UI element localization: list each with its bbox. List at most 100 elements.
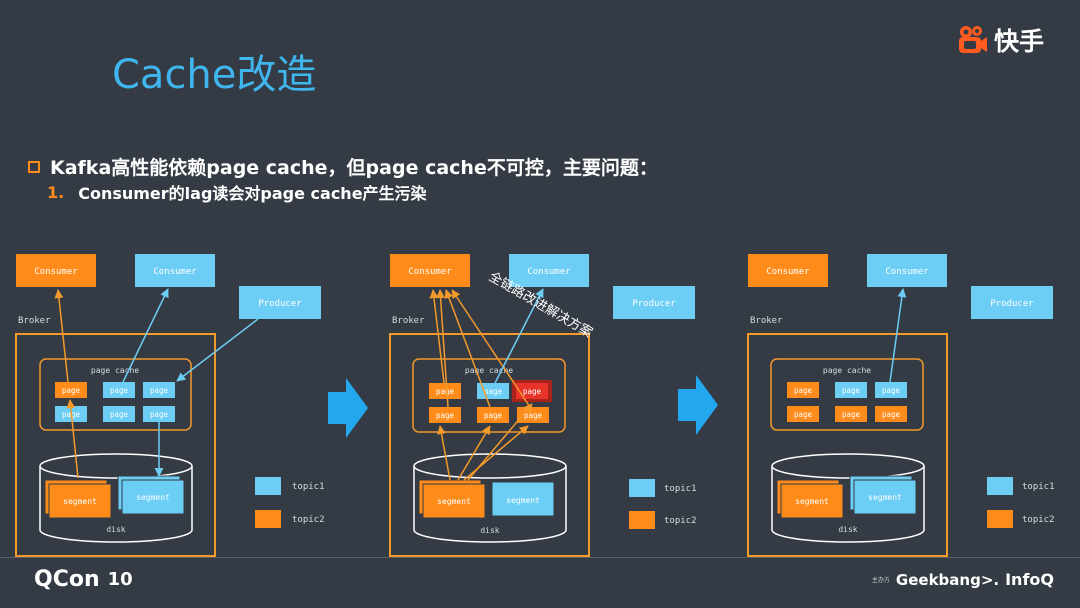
legend-topic2-swatch [987,510,1013,528]
page-label: page [842,410,861,419]
brand-logo: 快手 [958,22,1044,58]
segment-block [780,483,844,519]
legend-topic1-swatch [629,479,655,497]
producer-box [239,286,321,319]
footer-divider [0,557,1080,558]
page-block [787,406,819,422]
read-arrow [66,399,79,479]
page-label: page [110,410,129,419]
segment-block [491,481,555,517]
bullet-sub-number: 1. [47,182,65,202]
legend-topic1-swatch [987,477,1013,495]
qcon-text: QCon [34,567,100,592]
broker-label: Broker [18,316,51,326]
square-bullet-icon [28,160,40,173]
segment-label: segment [136,493,170,502]
read-arrow [436,289,449,408]
page-block [55,382,87,398]
consumer-box [867,254,947,287]
legend-topic2-swatch [255,510,281,528]
legend-topic2-label: topic2 [292,515,325,525]
write-arrow [176,318,259,382]
page-label: page [524,411,543,420]
broker-box [15,333,216,557]
read-arrow [889,288,907,383]
transition-arrow-icon [328,378,368,438]
read-arrow [444,289,491,408]
producer-box [613,286,695,319]
panel-3: Consumer Consumer Producer Broker page c… [747,254,1055,557]
consumer-label: Consumer [34,267,78,277]
broker-box [747,333,948,557]
panel-2: Consumer Consumer Producer Broker page c… [389,254,697,557]
page-block [477,407,509,423]
consumer-box [135,254,215,287]
consumer-box [16,254,96,287]
consumer-label: Consumer [885,267,929,277]
qcon-logo: QCon 10 [34,567,133,592]
segment-block [422,483,486,519]
legend-topic2-label: topic2 [1022,515,1055,525]
segment-label: segment [437,497,471,506]
legend-topic1-label: topic1 [664,484,697,494]
legend-topic2-swatch [629,511,655,529]
read-arrow [429,289,445,384]
load-arrow [467,403,533,481]
disk-top [39,453,193,479]
kuaishou-icon [959,26,987,53]
page-label: page [436,387,455,396]
consumer-box [748,254,828,287]
producer-label: Producer [632,299,676,309]
page-label: page [794,386,813,395]
page-cache-label: page cache [823,366,871,375]
brand-name: 快手 [994,27,1045,56]
page-label: page [484,387,503,396]
bullet-sub-text: Consumer的lag读会对page cache产生污染 [78,184,427,203]
panel-1: Consumer Consumer Producer Broker page c… [15,254,325,557]
disk-label: disk [106,525,125,534]
page-label: page [62,386,81,395]
consumer-label: Consumer [766,267,810,277]
segment-block [48,483,112,519]
page-block [835,406,867,422]
page-cache-label: page cache [465,366,513,375]
page-block [103,382,135,398]
disk-cylinder [771,466,925,543]
legend-topic2-label: topic2 [664,516,697,526]
geekbang-logo: Geekbang>. [895,570,1000,589]
page-label: page [484,411,503,420]
disk-cylinder [39,466,193,543]
read-arrow [54,289,69,383]
page-label: page [150,386,169,395]
page-label: page [794,410,813,419]
read-arrow [451,289,531,408]
slide-title: Cache改造 [112,52,317,98]
disk-cylinder [413,466,567,543]
consumer-label: Consumer [408,267,452,277]
disk-label: disk [838,525,857,534]
producer-label: Producer [258,299,302,309]
page-label: page [523,387,542,396]
consumer-box [390,254,470,287]
broker-label: Broker [392,316,425,326]
page-block [143,382,175,398]
page-block [787,382,819,398]
page-block [429,407,461,423]
bullet-main-text: Kafka高性能依赖page cache，但page cache不可控，主要问题… [50,157,658,179]
bullet-sub: 1. Consumer的lag读会对page cache产生污染 [47,180,427,204]
transition-arrow-icon [678,375,718,435]
page-label: page [842,386,861,395]
consumer-box [509,254,589,287]
legend-topic1-label: topic1 [1022,482,1055,492]
page-block-polluted [516,383,548,399]
sponsor-logos: 主办方 Geekbang>. InfoQ [872,570,1054,589]
page-cache-box [39,358,192,431]
disk-top [771,453,925,479]
legend-topic1-swatch [255,477,281,495]
page-cache-box [770,358,924,431]
consumer-label: Consumer [527,267,571,277]
page-block [429,383,461,399]
page-label: page [882,410,901,419]
legend-topic1-label: topic1 [292,482,325,492]
